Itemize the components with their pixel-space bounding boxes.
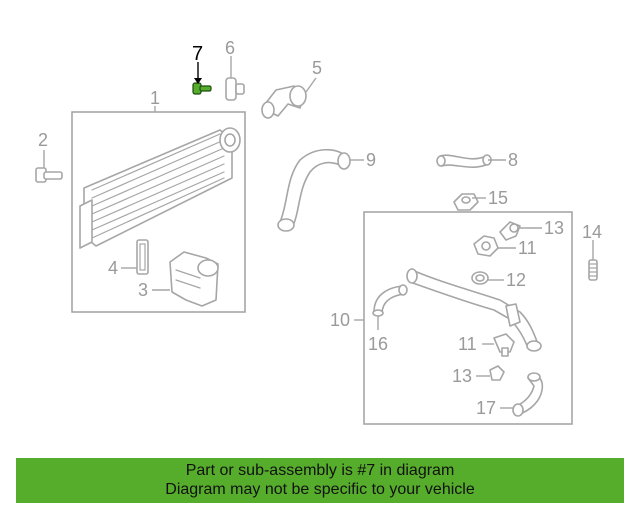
banner-line-1: Part or sub-assembly is #7 in diagram [185, 462, 455, 479]
callout-8: 8 [508, 150, 518, 170]
callout-6: 6 [225, 38, 235, 58]
callout-13-upper: 13 [544, 218, 564, 238]
hose-part-17[interactable] [512, 372, 544, 417]
leader-7-arrowhead [194, 78, 202, 84]
pipe-part-10[interactable] [406, 268, 542, 352]
leader-5 [305, 77, 317, 93]
callout-11-upper: 11 [518, 238, 537, 258]
callout-5: 5 [312, 58, 322, 78]
callout-14: 14 [582, 222, 602, 242]
intercooler-group-box [71, 111, 246, 313]
callout-12: 12 [506, 270, 526, 290]
parts-diagram: 1 2 3 4 5 6 7 8 9 10 11 11 12 13 13 14 1… [35, 38, 602, 425]
callout-9: 9 [366, 150, 376, 170]
hose-group-box [363, 211, 573, 425]
duct-part-3[interactable] [169, 251, 219, 307]
callout-11-lower: 11 [458, 334, 477, 354]
callout-17: 17 [476, 398, 496, 418]
callout-2: 2 [38, 130, 48, 150]
callout-3: 3 [138, 280, 148, 300]
hose-part-9[interactable] [277, 148, 351, 232]
bolt-part-2[interactable] [35, 167, 63, 183]
info-banner: Part or sub-assembly is #7 in diagram Di… [16, 458, 624, 503]
bolt-part-7-highlighted[interactable] [192, 82, 212, 95]
sensor-part-6[interactable] [225, 77, 245, 101]
callout-4: 4 [108, 258, 118, 278]
callout-15: 15 [488, 188, 508, 208]
intercooler-part[interactable] [79, 127, 241, 249]
pipe-part-16[interactable] [372, 284, 408, 317]
stud-part-14[interactable] [588, 259, 598, 281]
callout-7-highlighted: 7 [192, 43, 203, 65]
banner-line-2: Diagram may not be specific to your vehi… [165, 481, 475, 498]
callout-10: 10 [330, 310, 350, 330]
callout-16: 16 [368, 334, 388, 354]
callout-1: 1 [150, 88, 160, 108]
grommet-part-15[interactable] [453, 193, 479, 211]
washer-part-12[interactable] [471, 271, 489, 285]
fitting-part-13-lower[interactable] [489, 365, 505, 381]
hose-part-8[interactable] [436, 154, 492, 168]
fitting-part-13-upper[interactable] [499, 221, 521, 241]
housing-part-11-upper[interactable] [473, 235, 499, 257]
callout-13-lower: 13 [452, 366, 472, 386]
seal-part-4[interactable] [136, 239, 149, 275]
housing-part-11-lower[interactable] [493, 333, 515, 357]
elbow-part-5[interactable] [261, 85, 307, 119]
